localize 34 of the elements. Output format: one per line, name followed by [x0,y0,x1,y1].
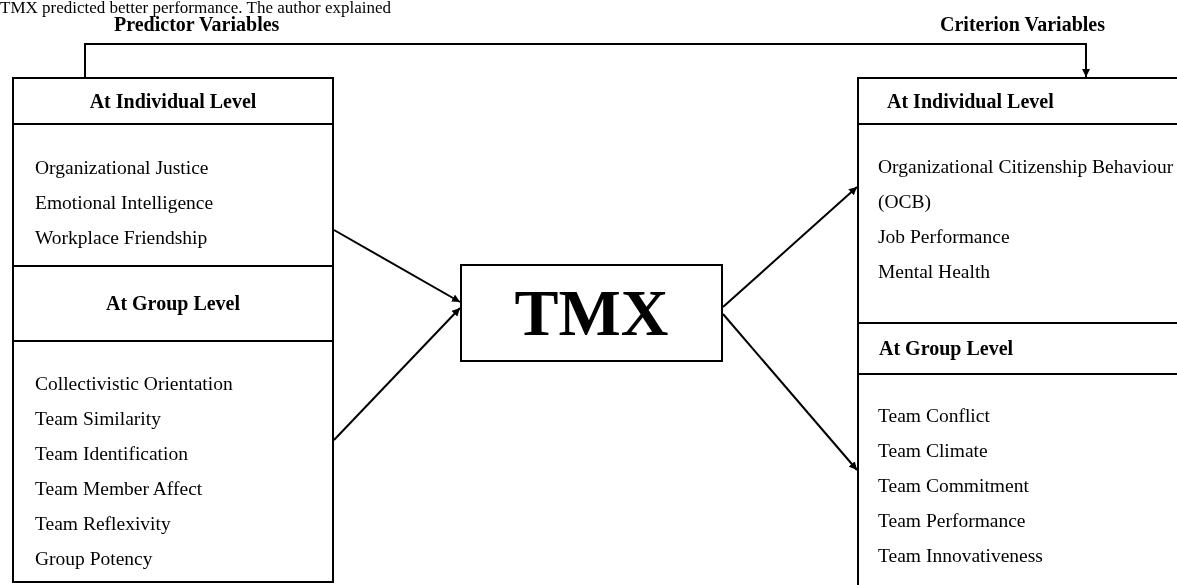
variable-item: Team Reflexivity [35,512,171,536]
section-heading: At Group Level [879,337,1014,360]
variable-item: Team Member Affect [35,477,203,501]
variable-item: Team Innovativeness [878,544,1043,568]
variable-item: Team Identification [35,442,188,466]
section-heading: At Individual Level [89,89,257,113]
variable-item: Team Commitment [878,474,1029,498]
variable-item: Emotional Intelligence [35,191,214,215]
list-panel [857,322,1177,585]
arrow [722,186,858,308]
variable-item: Team Similarity [35,407,161,431]
arrow [722,313,858,471]
variable-item: Organizational Citizenship Behaviour (OCB) [878,155,1175,214]
node-title: TMX [514,275,669,351]
variable-item: Team Conflict [878,404,990,428]
variable-item: Team Climate [878,439,988,463]
list-panel [12,77,334,267]
body-text: TMX predicted better performance. The author explained [0,0,391,17]
variable-item: Job Performance [878,225,1010,249]
arrow [333,229,461,303]
variable-item: Organizational Justice [35,156,209,180]
variable-item: Mental Health [878,260,991,284]
process-box [460,264,723,362]
arrow [84,43,1090,78]
list-panel [12,265,334,583]
section-heading: At Group Level [105,292,241,315]
section-heading: At Individual Level [887,89,1054,113]
variable-item: Group Potency [35,547,153,571]
group-heading: Criterion Variables [940,13,1105,36]
variable-item: Workplace Friendship [35,226,208,250]
variable-item: Team Performance [878,509,1026,533]
list-panel [857,77,1177,324]
arrow [333,307,461,441]
variable-item: Collectivistic Orientation [35,372,233,396]
